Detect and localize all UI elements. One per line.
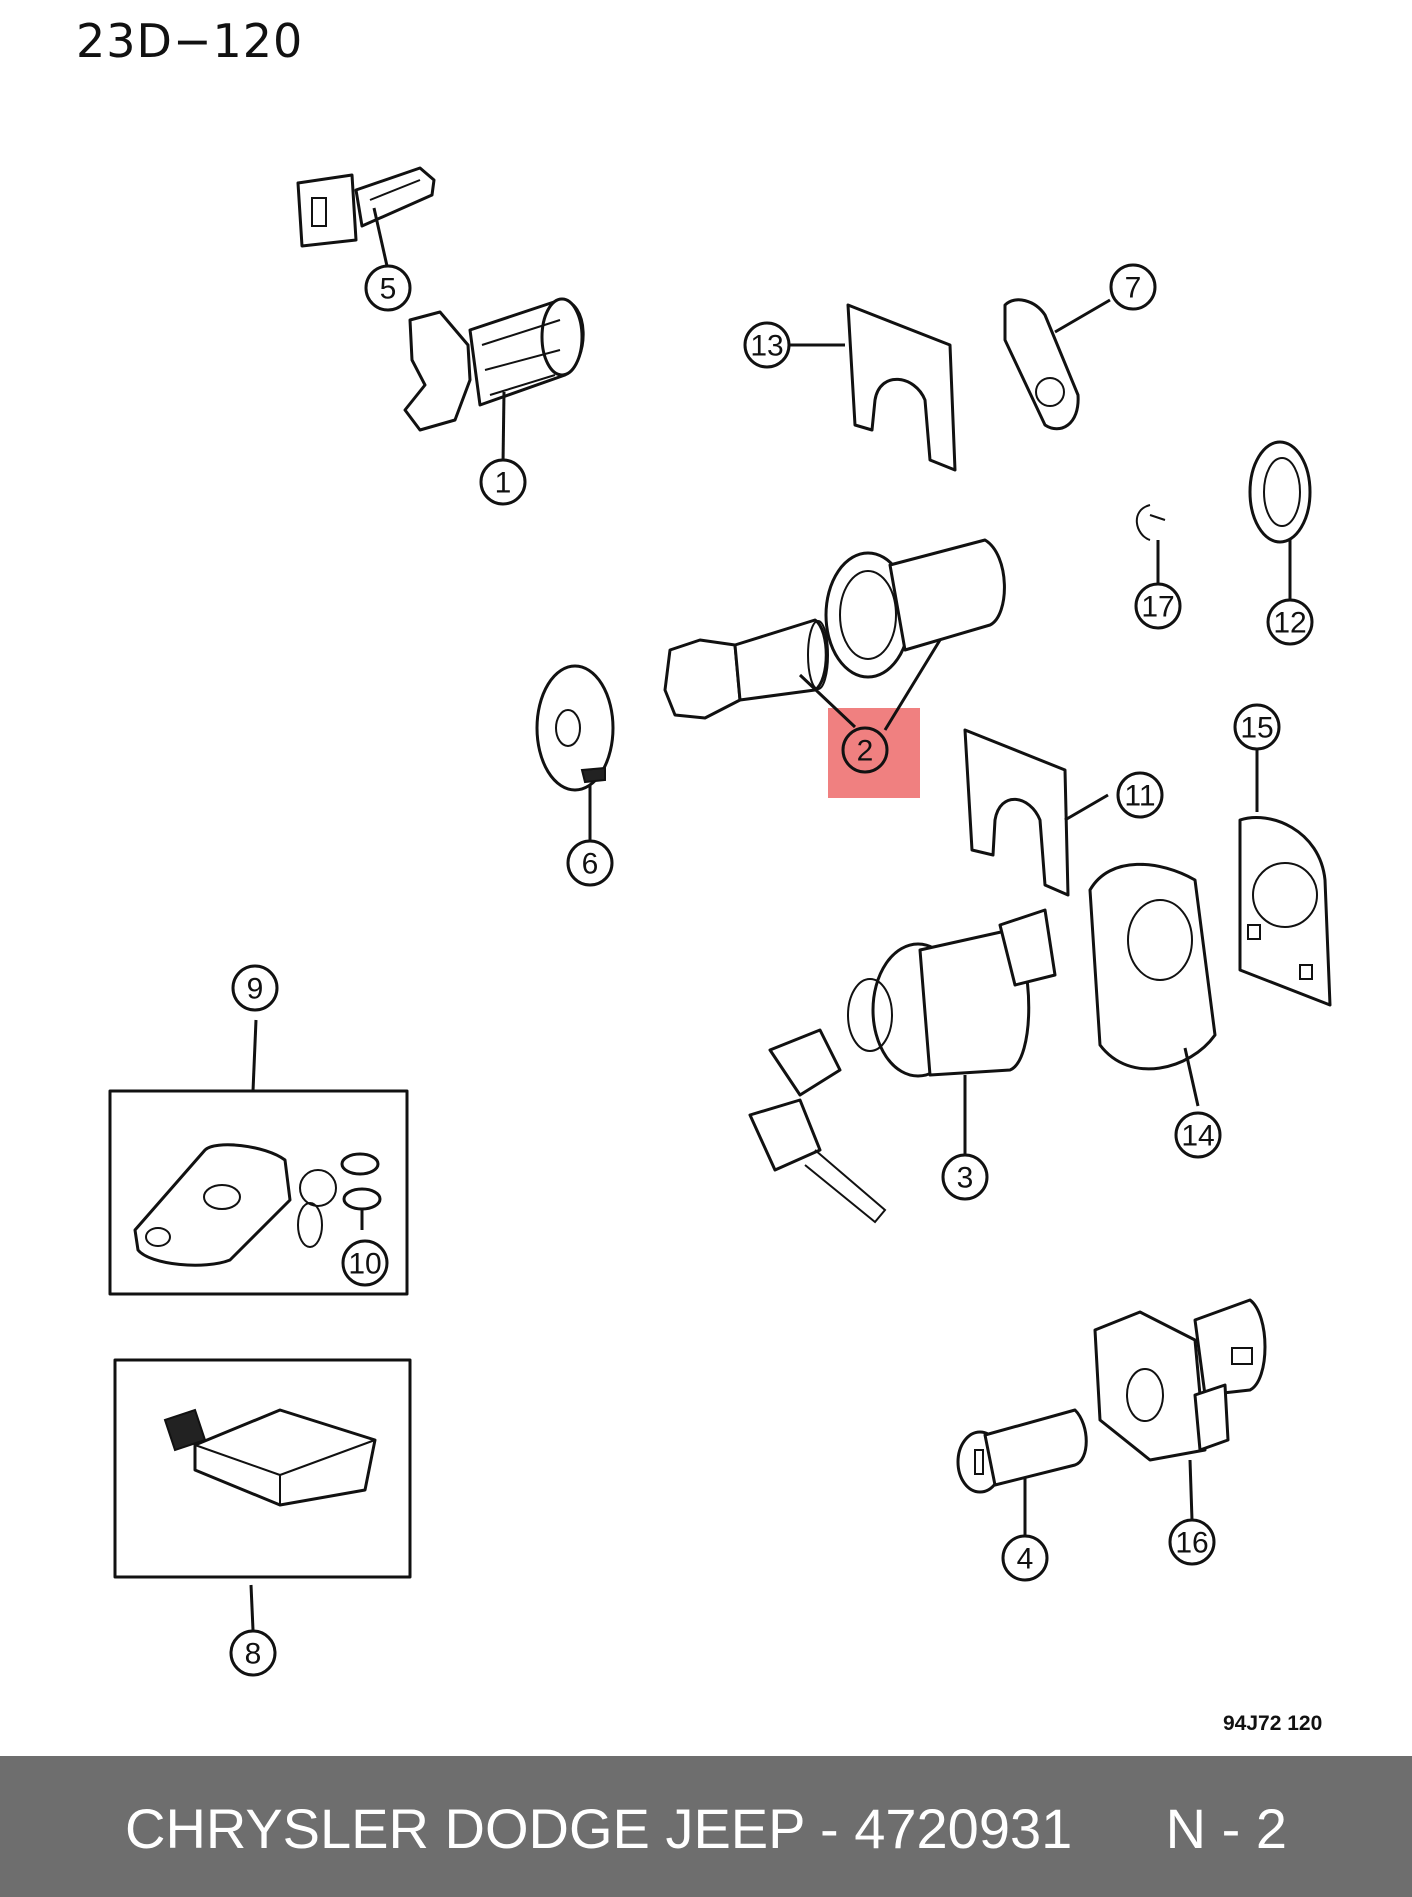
callout-circle bbox=[1116, 771, 1164, 819]
part-lever-7 bbox=[1003, 298, 1080, 431]
callout-circle bbox=[566, 839, 614, 887]
part-retainer-11 bbox=[963, 728, 1070, 897]
callout-10: 10 bbox=[341, 1239, 389, 1287]
callout-12: 12 bbox=[1266, 598, 1314, 646]
part-battery-10 bbox=[340, 1152, 382, 1211]
callout-label: 1 bbox=[495, 467, 512, 500]
callout-circle bbox=[1266, 598, 1314, 646]
leader-lines bbox=[249, 207, 1292, 1631]
callout-11: 11 bbox=[1116, 771, 1164, 819]
callout-16: 16 bbox=[1168, 1518, 1216, 1566]
callout-6: 6 bbox=[566, 839, 614, 887]
callout-circle bbox=[1168, 1518, 1216, 1566]
callout-circle bbox=[1134, 582, 1182, 630]
callout-circle bbox=[941, 1153, 989, 1201]
callout-label: 9 bbox=[247, 973, 264, 1006]
callout-circle bbox=[231, 964, 279, 1012]
part-clip-13 bbox=[846, 303, 957, 472]
callout-label: 16 bbox=[1175, 1527, 1208, 1560]
part-small-cylinder-4 bbox=[956, 1408, 1088, 1494]
callout-circle bbox=[1109, 263, 1157, 311]
callout-14: 14 bbox=[1174, 1111, 1222, 1159]
callout-label: 17 bbox=[1141, 591, 1174, 624]
callout-label: 5 bbox=[380, 273, 397, 306]
callout-9: 9 bbox=[231, 964, 279, 1012]
part-clip-17 bbox=[1135, 504, 1166, 541]
callout-circle bbox=[364, 264, 412, 312]
callout-circle bbox=[341, 1239, 389, 1287]
drawing-reference: 94J72 120 bbox=[1223, 1712, 1323, 1735]
callout-label: 3 bbox=[957, 1162, 974, 1195]
callout-label: 11 bbox=[1124, 780, 1155, 813]
callout-15: 15 bbox=[1233, 703, 1281, 751]
callout-label: 14 bbox=[1181, 1120, 1214, 1153]
callout-label: 2 bbox=[857, 735, 874, 768]
part-lock-with-keys-3 bbox=[748, 908, 1057, 1224]
callout-circle bbox=[841, 726, 889, 774]
callout-label: 6 bbox=[582, 848, 599, 881]
callout-1: 1 bbox=[479, 458, 527, 506]
part-switch-16 bbox=[1093, 1298, 1267, 1462]
part-ignition-cylinder bbox=[403, 297, 585, 432]
callout-2: 2 bbox=[841, 726, 889, 774]
callout-17: 17 bbox=[1134, 582, 1182, 630]
callout-circle bbox=[229, 1629, 277, 1677]
callout-7: 7 bbox=[1109, 263, 1157, 311]
callout-label: 4 bbox=[1017, 1543, 1034, 1576]
footer-text: CHRYSLER DODGE JEEP - 4720931 N - 2 bbox=[125, 1797, 1287, 1860]
callout-circle bbox=[1233, 703, 1281, 751]
callout-5: 5 bbox=[364, 264, 412, 312]
callout-13: 13 bbox=[743, 321, 791, 369]
callout-circle bbox=[1001, 1534, 1049, 1582]
footer-bar: CHRYSLER DODGE JEEP - 4720931 N - 2 bbox=[0, 1756, 1412, 1897]
callout-label: 8 bbox=[245, 1638, 262, 1671]
part-bezel-6 bbox=[535, 664, 615, 792]
page-code: 23D−120 bbox=[76, 14, 304, 68]
callout-label: 13 bbox=[750, 330, 783, 363]
callout-circle bbox=[1174, 1111, 1222, 1159]
callout-circle bbox=[743, 321, 791, 369]
callout-label: 7 bbox=[1125, 272, 1142, 305]
part-housing-14 bbox=[1088, 862, 1217, 1071]
callout-label: 12 bbox=[1273, 607, 1306, 640]
callout-3: 3 bbox=[941, 1153, 989, 1201]
part-key-fob-9 bbox=[133, 1143, 337, 1267]
part-module-8 bbox=[163, 1408, 377, 1507]
part-plate-15 bbox=[1238, 816, 1332, 1007]
part-door-lock-cylinder bbox=[663, 538, 1006, 720]
callout-4: 4 bbox=[1001, 1534, 1049, 1582]
callout-label: 15 bbox=[1240, 712, 1273, 745]
callout-8: 8 bbox=[229, 1629, 277, 1677]
part-key bbox=[296, 166, 436, 248]
callout-circle bbox=[479, 458, 527, 506]
part-ring-12 bbox=[1248, 440, 1312, 544]
callout-label: 10 bbox=[348, 1248, 381, 1281]
